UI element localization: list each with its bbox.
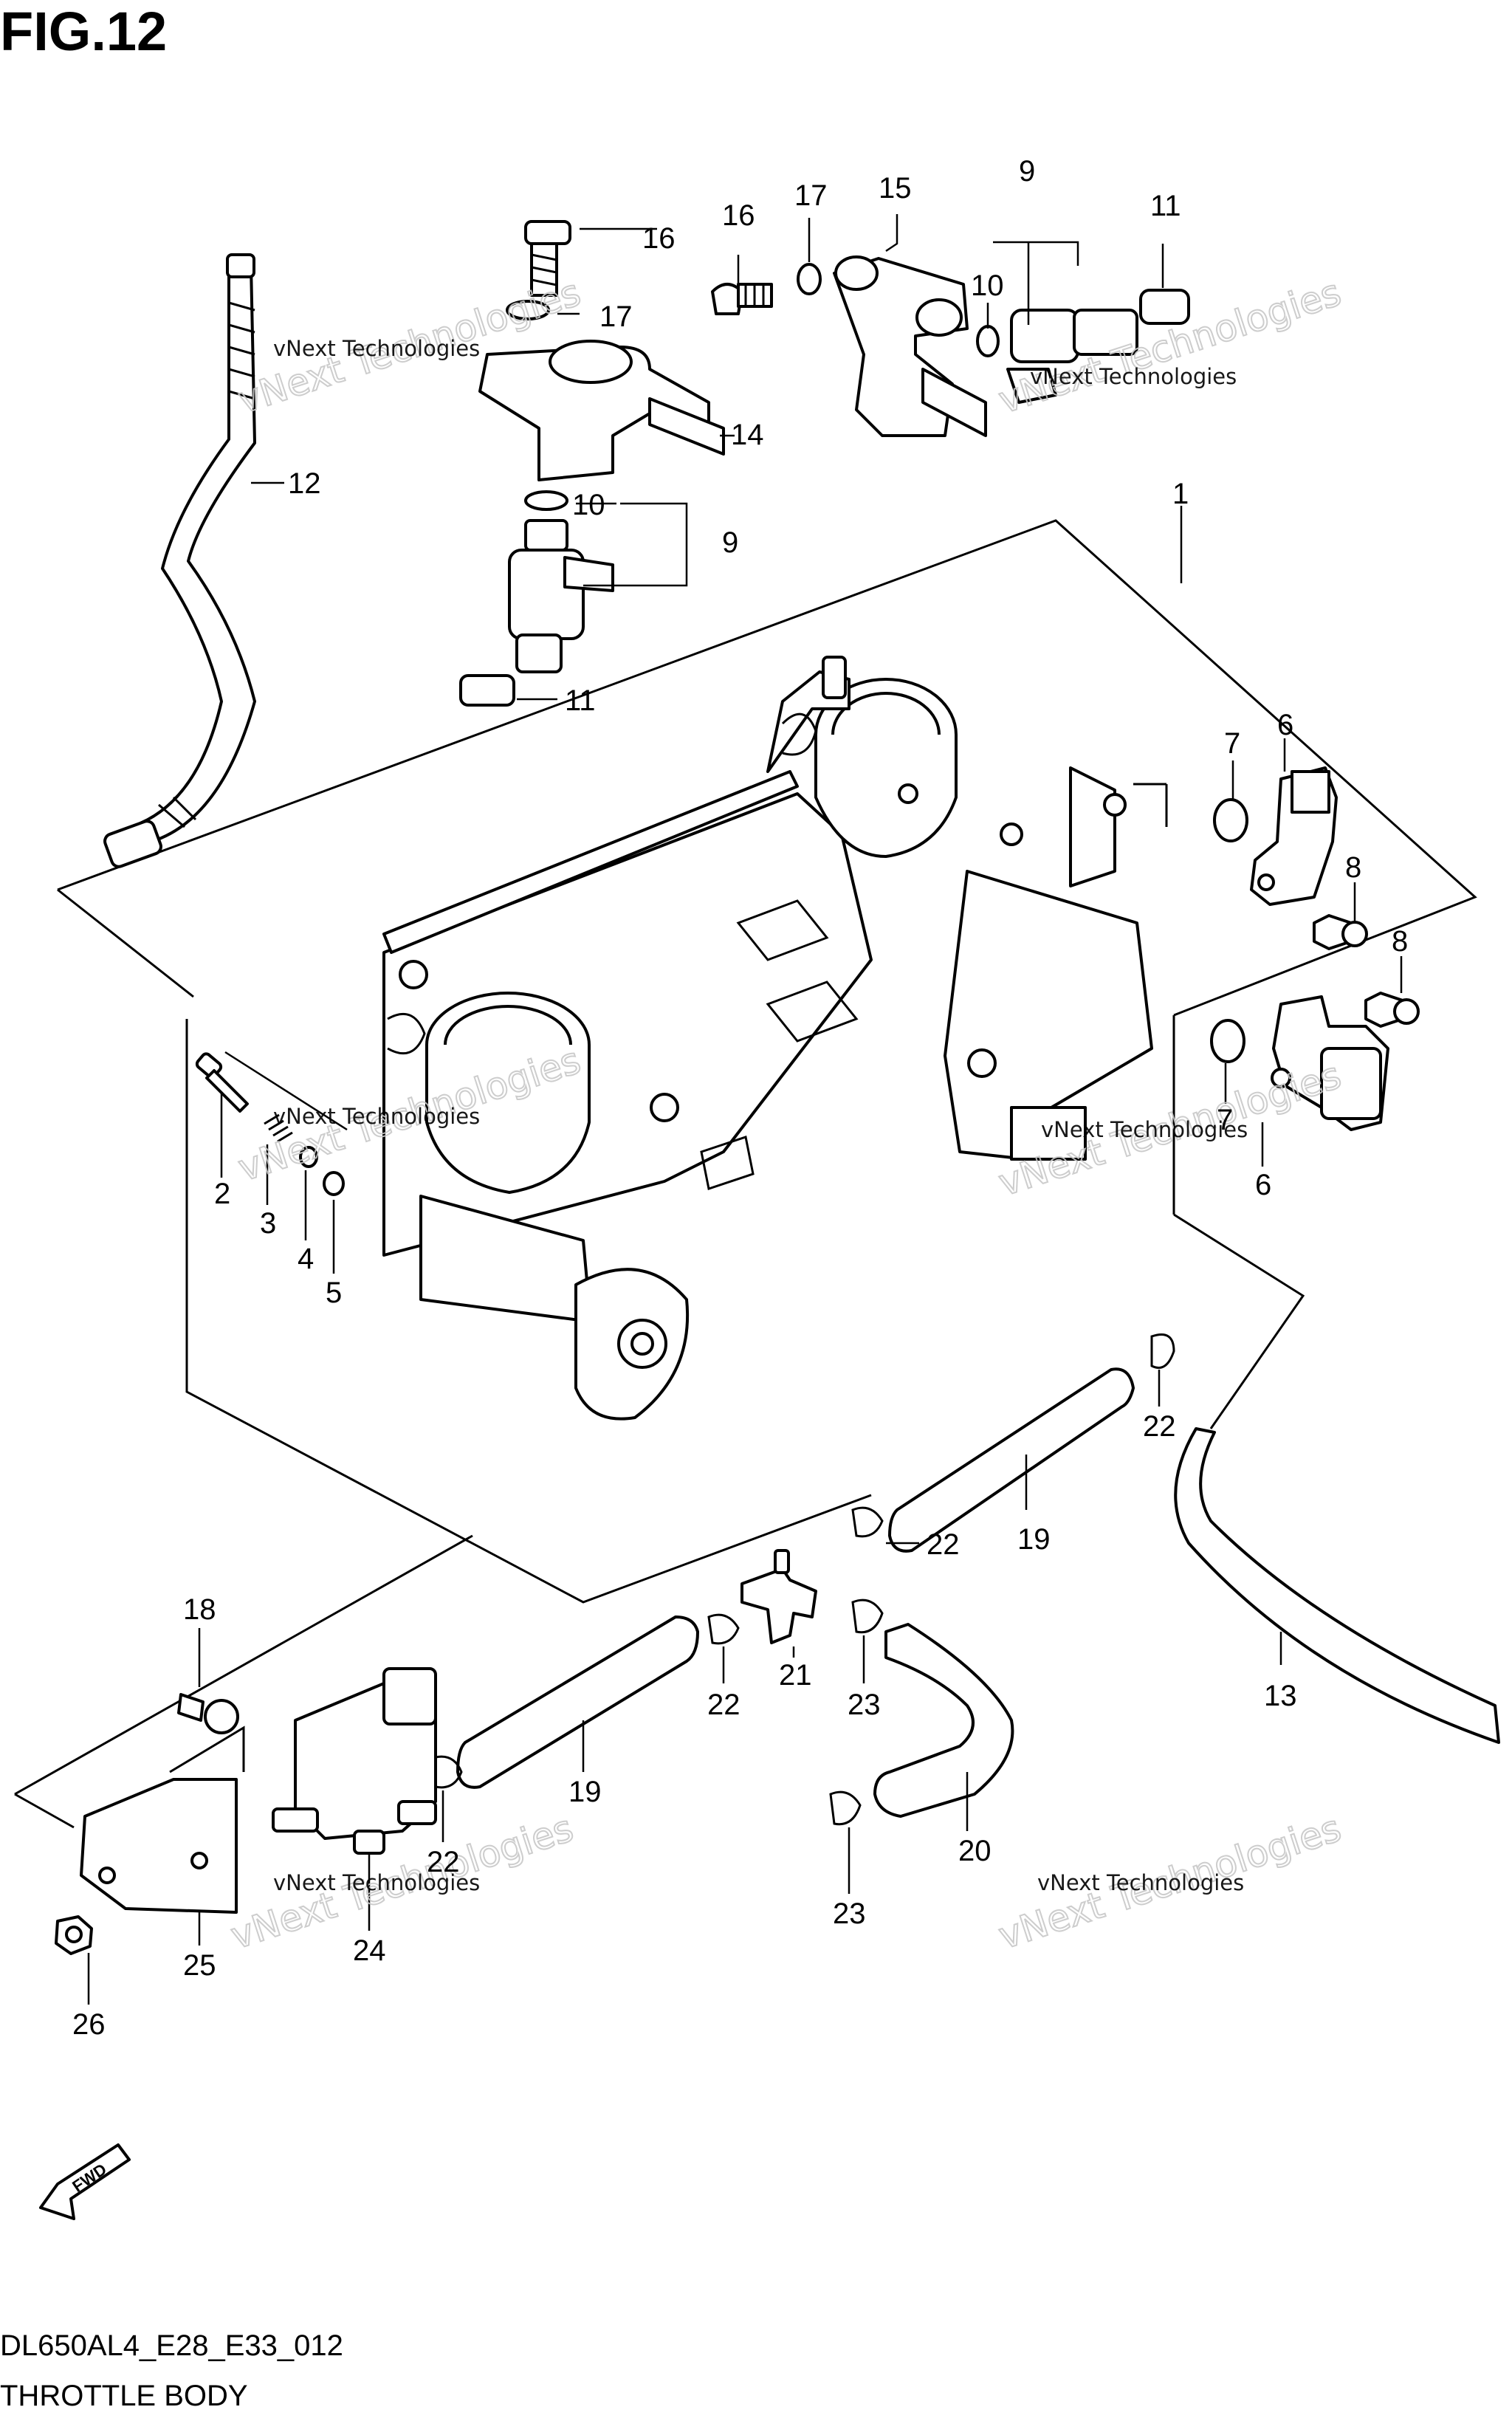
bolt-8-upper[interactable] <box>1313 914 1368 950</box>
callout-22-c[interactable]: 22 <box>707 1689 740 1721</box>
sensor-6-upper[interactable] <box>1250 766 1338 906</box>
callout-1[interactable]: 1 <box>1172 478 1189 510</box>
callout-6-upper[interactable]: 6 <box>1277 709 1293 741</box>
o-ring-5[interactable] <box>323 1171 345 1196</box>
callout-9-lower[interactable]: 9 <box>722 526 738 559</box>
clamp-23[interactable] <box>829 1598 884 1826</box>
callout-11-lower[interactable]: 11 <box>565 684 596 717</box>
clamp-22[interactable] <box>434 1333 1175 1789</box>
callout-labels: 1 2 3 4 5 6 6 7 7 8 8 9 9 10 10 11 11 12… <box>72 155 1408 2041</box>
o-ring-7-lower[interactable] <box>1210 1019 1245 1063</box>
cushion-11-right[interactable] <box>1139 289 1190 325</box>
callout-19-upper[interactable]: 19 <box>1017 1523 1051 1556</box>
o-ring-10-left[interactable] <box>524 490 568 511</box>
watermark-small: vNext Technologies <box>273 1870 480 1895</box>
callout-19-lower[interactable]: 19 <box>568 1776 602 1808</box>
callout-18[interactable]: 18 <box>183 1593 216 1626</box>
watermark-small: vNext Technologies <box>1041 1117 1248 1142</box>
callout-22-b[interactable]: 22 <box>927 1528 960 1561</box>
throttle-body-1[interactable] <box>382 656 1153 1421</box>
callout-25[interactable]: 25 <box>183 1949 216 1982</box>
bolt-8-lower[interactable] <box>1364 992 1420 1028</box>
callout-10-upper[interactable]: 10 <box>971 269 1004 302</box>
callout-22-d[interactable]: 22 <box>427 1846 460 1878</box>
hose-13[interactable] <box>1174 1427 1500 1744</box>
watermark-small: vNext Technologies <box>273 336 480 361</box>
delivery-pipe-15[interactable] <box>833 255 987 437</box>
callout-21[interactable]: 21 <box>779 1659 812 1692</box>
bolt-16-left[interactable] <box>524 220 571 297</box>
callout-26[interactable]: 26 <box>72 2008 106 2041</box>
callout-4[interactable]: 4 <box>298 1243 314 1275</box>
washer-17-right[interactable] <box>797 263 822 295</box>
bolt-18[interactable] <box>177 1693 239 1734</box>
callout-20[interactable]: 20 <box>958 1835 992 1867</box>
injector-9-left[interactable] <box>508 519 614 673</box>
figure-caption: THROTTLE BODY <box>0 2380 248 2412</box>
joint-21[interactable] <box>740 1549 817 1644</box>
watermark-small: vNext Technologies <box>273 1104 480 1129</box>
callout-17-upper[interactable]: 17 <box>794 179 828 212</box>
fwd-arrow-icon: FWD <box>39 2143 131 2220</box>
cushion-11-left[interactable] <box>459 674 515 707</box>
figure-title: FIG.12 <box>0 1 167 62</box>
callout-24[interactable]: 24 <box>353 1934 386 1967</box>
callout-3[interactable]: 3 <box>260 1207 276 1240</box>
washer-17-left[interactable] <box>506 300 550 320</box>
figure-code: DL650AL4_E28_E33_012 <box>0 2329 343 2362</box>
callout-13[interactable]: 13 <box>1264 1680 1297 1712</box>
hose-20[interactable] <box>873 1623 1014 1818</box>
nut-26[interactable] <box>55 1915 93 1955</box>
hose-19-upper[interactable] <box>888 1367 1135 1553</box>
watermark-small: vNext Technologies <box>1030 364 1237 389</box>
leader-lines <box>87 214 1403 2005</box>
callout-9-upper[interactable]: 9 <box>1019 155 1035 188</box>
callout-7-lower[interactable]: 7 <box>1217 1104 1233 1136</box>
bracket-25[interactable] <box>80 1725 245 1914</box>
hose-19-lower[interactable] <box>456 1615 699 1789</box>
assembly-frame <box>14 519 1477 1829</box>
callout-23-upper[interactable]: 23 <box>848 1689 881 1721</box>
callout-23-lower[interactable]: 23 <box>833 1898 866 1930</box>
spring-3[interactable] <box>264 1113 293 1143</box>
o-ring-7-upper[interactable] <box>1213 798 1248 842</box>
callout-2[interactable]: 2 <box>214 1178 230 1210</box>
callout-15[interactable]: 15 <box>879 172 912 205</box>
sensor-6-lower[interactable] <box>1271 995 1389 1131</box>
washer-4[interactable] <box>299 1146 318 1168</box>
delivery-pipe-14[interactable] <box>478 340 725 481</box>
solenoid-24[interactable] <box>272 1667 437 1855</box>
callout-16-upper[interactable]: 16 <box>722 199 755 232</box>
callout-12[interactable]: 12 <box>288 467 321 500</box>
screw-2[interactable] <box>195 1052 249 1113</box>
callout-6-lower[interactable]: 6 <box>1255 1169 1271 1201</box>
watermark-small: vNext Technologies <box>1037 1870 1244 1895</box>
callout-16-lower[interactable]: 16 <box>642 222 676 255</box>
bolt-16-right[interactable] <box>711 283 773 315</box>
callout-10-lower[interactable]: 10 <box>572 489 605 521</box>
callout-14[interactable]: 14 <box>731 419 764 451</box>
o-ring-10-right[interactable] <box>976 325 1000 357</box>
callout-11-upper[interactable]: 11 <box>1150 190 1181 222</box>
callout-7-upper[interactable]: 7 <box>1224 727 1240 760</box>
callout-8-upper[interactable]: 8 <box>1345 851 1361 884</box>
hose-12[interactable] <box>103 253 256 869</box>
callout-8-lower[interactable]: 8 <box>1392 925 1408 958</box>
callout-22-a[interactable]: 22 <box>1143 1410 1176 1443</box>
callout-17-lower[interactable]: 17 <box>599 301 633 333</box>
callout-5[interactable]: 5 <box>326 1277 342 1309</box>
